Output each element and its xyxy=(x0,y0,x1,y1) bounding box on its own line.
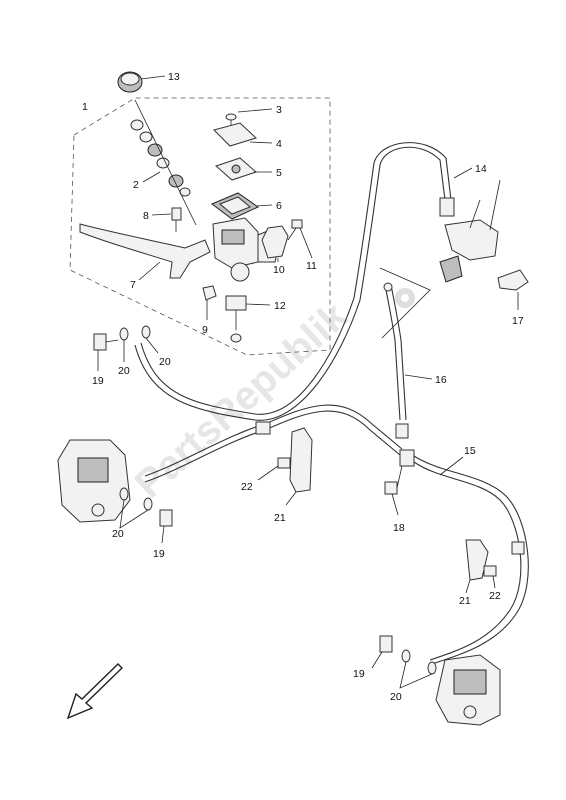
leader-20-right xyxy=(399,661,433,689)
leader-22-lower xyxy=(492,575,496,589)
right-brake-caliper[interactable] xyxy=(435,654,501,726)
part-label-19-right: 19 xyxy=(353,668,365,680)
part-6-diaphragm[interactable] xyxy=(211,192,259,220)
part-label-10: 10 xyxy=(273,264,285,276)
left-brake-caliper[interactable] xyxy=(57,439,131,523)
part-label-14: 14 xyxy=(475,163,487,175)
part-8-bolt[interactable] xyxy=(171,207,182,232)
part-4-cover[interactable] xyxy=(213,122,257,147)
part-21-bracket-lower[interactable] xyxy=(465,539,489,581)
leader-13 xyxy=(140,75,166,80)
part-label-3: 3 xyxy=(276,104,282,116)
part-20-washer-top-1[interactable] xyxy=(119,327,129,341)
part-19-banjo-bolt-right[interactable] xyxy=(379,635,393,653)
part-label-9: 9 xyxy=(202,324,208,336)
part-3-screw[interactable] xyxy=(225,113,237,128)
part-label-16: 16 xyxy=(435,374,447,386)
leader-8 xyxy=(151,213,172,216)
part-5-plate[interactable] xyxy=(215,157,257,181)
leader-6 xyxy=(255,204,273,207)
part-label-19-left: 19 xyxy=(153,548,165,560)
part-12-brake-switch[interactable] xyxy=(225,295,247,343)
part-22-bolt-upper[interactable] xyxy=(277,457,291,469)
part-20-washer-right-1[interactable] xyxy=(401,649,411,663)
leader-4 xyxy=(249,141,273,144)
brake-junction-bracket[interactable] xyxy=(439,179,501,283)
hose-fitting-14[interactable] xyxy=(439,197,455,217)
hose-clamp-mid[interactable] xyxy=(255,421,271,435)
part-label-1: 1 xyxy=(82,101,88,113)
part-18-junction-bolt[interactable] xyxy=(384,449,415,495)
watermark-group: PartsRepublik xyxy=(127,294,357,507)
leader-21-upper xyxy=(285,491,297,506)
leader-20-top-2 xyxy=(145,337,159,354)
leader-3 xyxy=(237,108,273,113)
part-label-2: 2 xyxy=(133,179,139,191)
part-7-brake-lever[interactable] xyxy=(79,223,211,279)
leader-15 xyxy=(439,456,464,476)
part-label-8: 8 xyxy=(143,210,149,222)
leader-11 xyxy=(299,227,313,259)
leader-16 xyxy=(404,374,433,380)
front-direction-arrow-icon xyxy=(66,663,123,720)
part-21-bracket-upper[interactable] xyxy=(289,427,313,493)
leader-19-right xyxy=(371,651,383,669)
main-brake-hose[interactable] xyxy=(134,142,452,421)
part-17-clamp[interactable] xyxy=(497,269,529,291)
part-label-5: 5 xyxy=(276,167,282,179)
part-20-washer-right-2[interactable] xyxy=(427,661,437,675)
part-20-washer-top-2[interactable] xyxy=(141,325,151,339)
gear-icon xyxy=(395,288,415,308)
leader-7 xyxy=(138,261,161,281)
part-label-21-lower: 21 xyxy=(459,595,471,607)
part-label-21-upper: 21 xyxy=(274,512,286,524)
leader-18 xyxy=(391,493,399,516)
part-label-18: 18 xyxy=(393,522,405,534)
part-11-screw[interactable] xyxy=(287,219,303,241)
part-label-20-left: 20 xyxy=(112,528,124,540)
part-label-19-top: 19 xyxy=(92,375,104,387)
part-label-22-lower: 22 xyxy=(489,590,501,602)
part-label-20-right: 20 xyxy=(390,691,402,703)
part-20-washer-left-2[interactable] xyxy=(143,497,153,511)
part-label-11: 11 xyxy=(306,260,317,272)
watermark-text: PartsRepublik xyxy=(127,294,357,507)
part-label-15: 15 xyxy=(464,445,476,457)
leader-19-left xyxy=(161,525,165,544)
assembly-1-boundary xyxy=(69,97,331,356)
part-9-nut[interactable] xyxy=(202,285,217,301)
part-label-22-upper: 22 xyxy=(241,481,253,493)
part-10-holder[interactable] xyxy=(261,225,289,259)
part-2-piston-kit[interactable] xyxy=(130,119,191,197)
part-label-13: 13 xyxy=(168,71,180,83)
part-15-right-brake-hose[interactable] xyxy=(413,455,529,665)
part-label-6: 6 xyxy=(276,200,282,212)
part-16-brake-pipe[interactable] xyxy=(383,282,409,439)
part-label-17: 17 xyxy=(512,315,524,327)
leader-20-left xyxy=(119,499,149,529)
part-22-bolt-lower[interactable] xyxy=(483,565,497,577)
part-label-4: 4 xyxy=(276,138,282,150)
leader-22-upper xyxy=(257,465,279,481)
part-19-banjo-bolt-left[interactable] xyxy=(159,509,173,527)
part-label-20-top-1: 20 xyxy=(118,365,130,377)
part-label-7: 7 xyxy=(130,279,136,291)
part-13-cap[interactable] xyxy=(117,71,143,93)
part-19-banjo-bolt-top[interactable] xyxy=(93,333,119,351)
leader-21-lower xyxy=(465,579,471,594)
leader-12 xyxy=(245,303,271,306)
part-label-12: 12 xyxy=(274,300,286,312)
leader-14 xyxy=(453,167,473,179)
assembly-axis-line xyxy=(134,99,197,226)
part-20-washer-left-1[interactable] xyxy=(119,487,129,501)
part-label-20-top-2: 20 xyxy=(159,356,171,368)
leader-2 xyxy=(142,171,161,183)
